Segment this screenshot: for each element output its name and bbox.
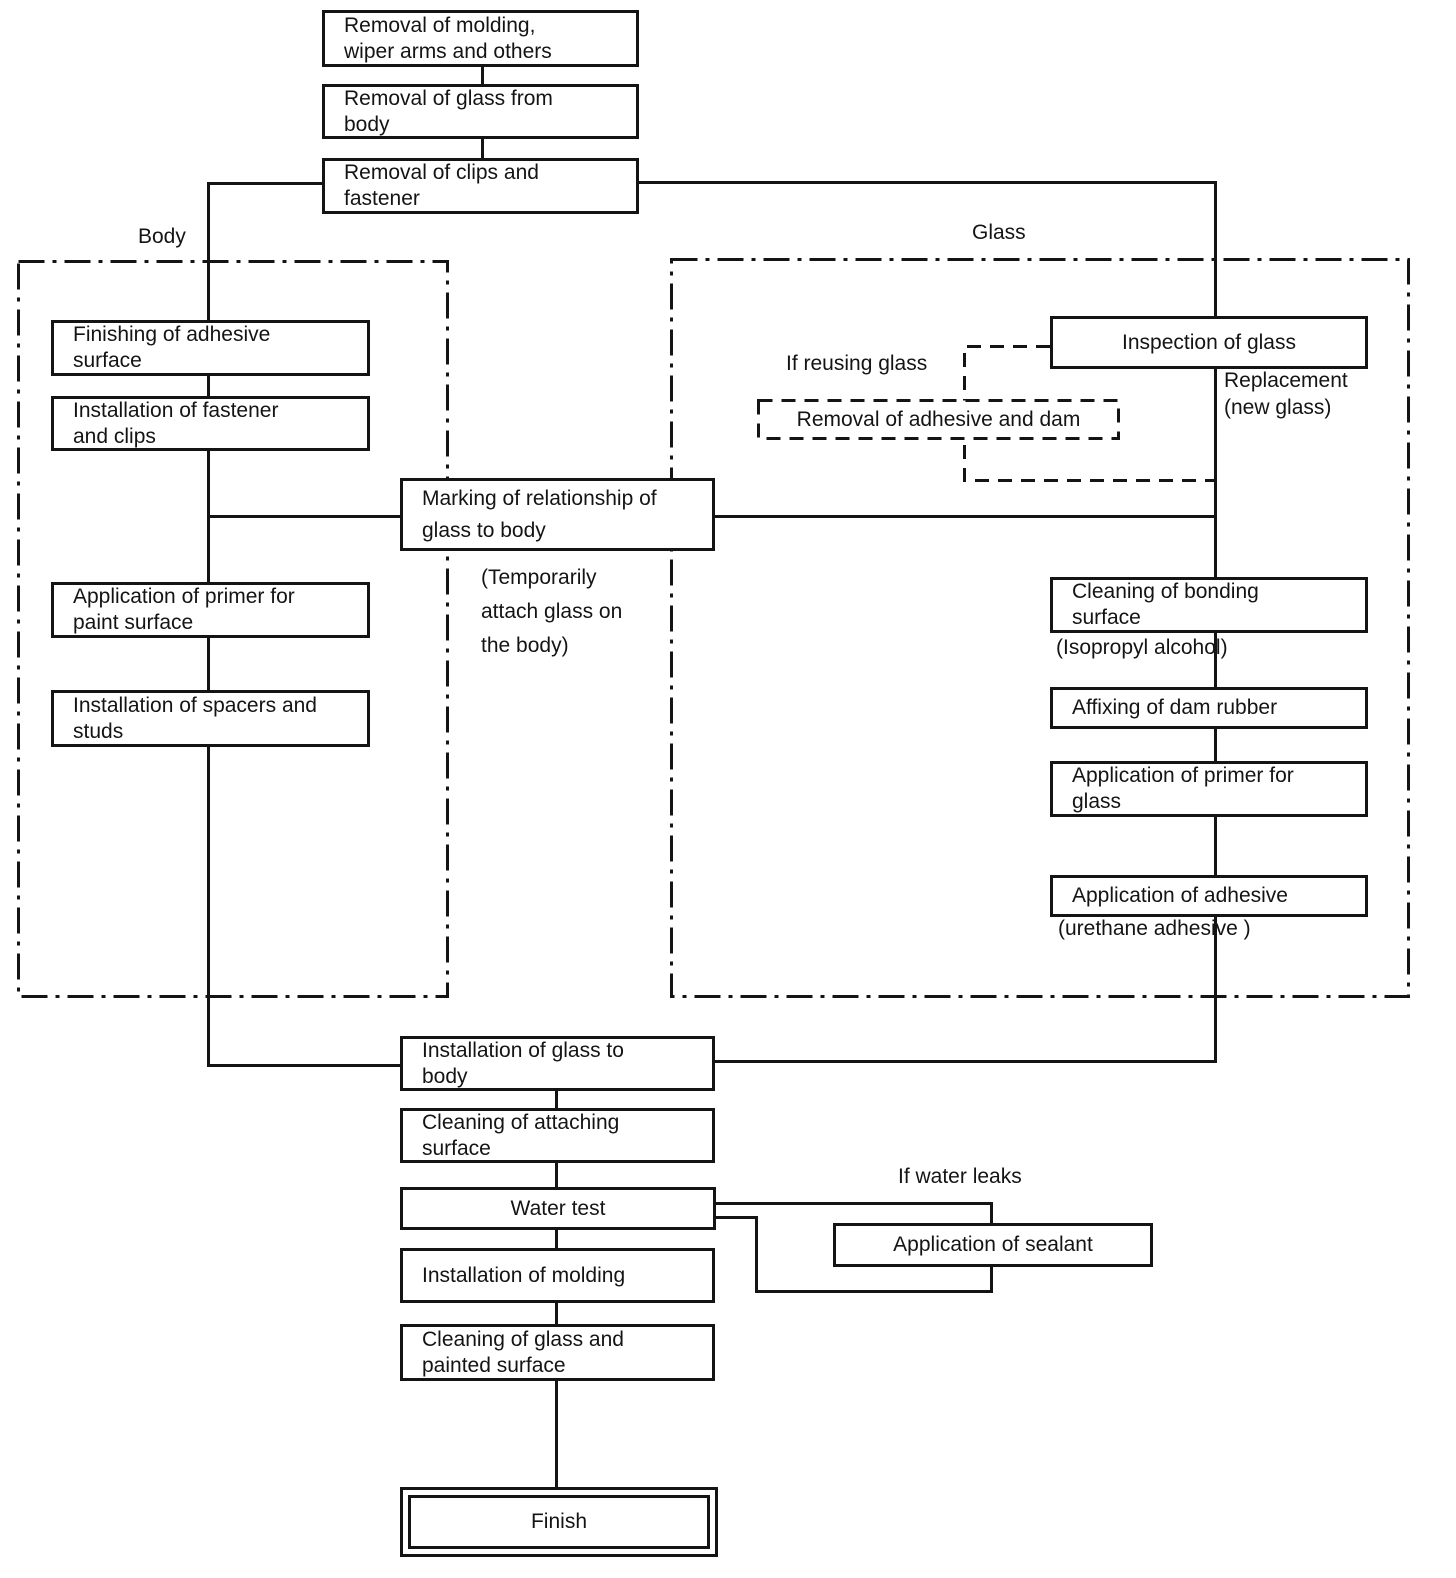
body-region-outline xyxy=(17,260,449,998)
node-installation-of-spacers-and-studs: Installation of spacers and studs xyxy=(51,690,370,747)
node-application-of-primer-for-glass: Application of primer for glass xyxy=(1050,761,1368,817)
node-installation-of-fastener-and-clips: Installation of fastener and clips xyxy=(51,396,370,451)
node-removal-of-clips-and-fastener: Removal of clips and fastener xyxy=(322,158,639,214)
node-removal-of-molding: Removal of molding, wiper arms and other… xyxy=(322,10,639,67)
node-installation-of-molding: Installation of molding xyxy=(400,1248,715,1303)
node-cleaning-of-attaching-surface: Cleaning of attaching surface xyxy=(400,1108,715,1163)
node-application-of-primer-for-paint-surface: Application of primer for paint surface xyxy=(51,582,370,638)
temporarily-attach-note: (Temporarily attach glass on the body) xyxy=(481,566,623,657)
node-application-of-adhesive: Application of adhesive xyxy=(1050,875,1368,917)
node-removal-of-glass-from-body: Removal of glass from body xyxy=(322,84,639,139)
node-installation-of-glass-to-body: Installation of glass to body xyxy=(400,1036,715,1091)
body-region-label: Body xyxy=(138,225,186,248)
glass-region-outline xyxy=(670,258,1410,998)
removal-adhesive-dam-outline xyxy=(757,399,1120,440)
finish-inner-border: Finish xyxy=(408,1495,710,1549)
node-marking-of-relationship: Marking of relationship of glass to body xyxy=(400,478,715,551)
node-finish: Finish xyxy=(400,1487,718,1557)
replacement-new-glass-label: Replacement (new glass) xyxy=(1224,369,1348,419)
node-finishing-of-adhesive-surface: Finishing of adhesive surface xyxy=(51,320,370,376)
node-cleaning-of-bonding-surface: Cleaning of bonding surface xyxy=(1050,577,1368,633)
glass-region-label: Glass xyxy=(972,221,1026,244)
connector-water-test-sealant-loop xyxy=(714,1202,993,1293)
node-cleaning-of-glass-and-painted-surface: Cleaning of glass and painted surface xyxy=(400,1324,715,1381)
node-affixing-of-dam-rubber: Affixing of dam rubber xyxy=(1050,687,1368,729)
isopropyl-alcohol-note: (Isopropyl alcohol) xyxy=(1056,636,1228,659)
node-removal-of-adhesive-and-dam: Removal of adhesive and dam xyxy=(796,407,1081,431)
node-water-test: Water test xyxy=(400,1187,716,1230)
urethane-adhesive-note: (urethane adhesive ) xyxy=(1058,917,1251,940)
if-water-leaks-label: If water leaks xyxy=(898,1165,1022,1188)
node-application-of-sealant: Application of sealant xyxy=(833,1223,1153,1267)
node-inspection-of-glass: Inspection of glass xyxy=(1050,316,1368,369)
if-reusing-glass-label: If reusing glass xyxy=(786,352,928,375)
